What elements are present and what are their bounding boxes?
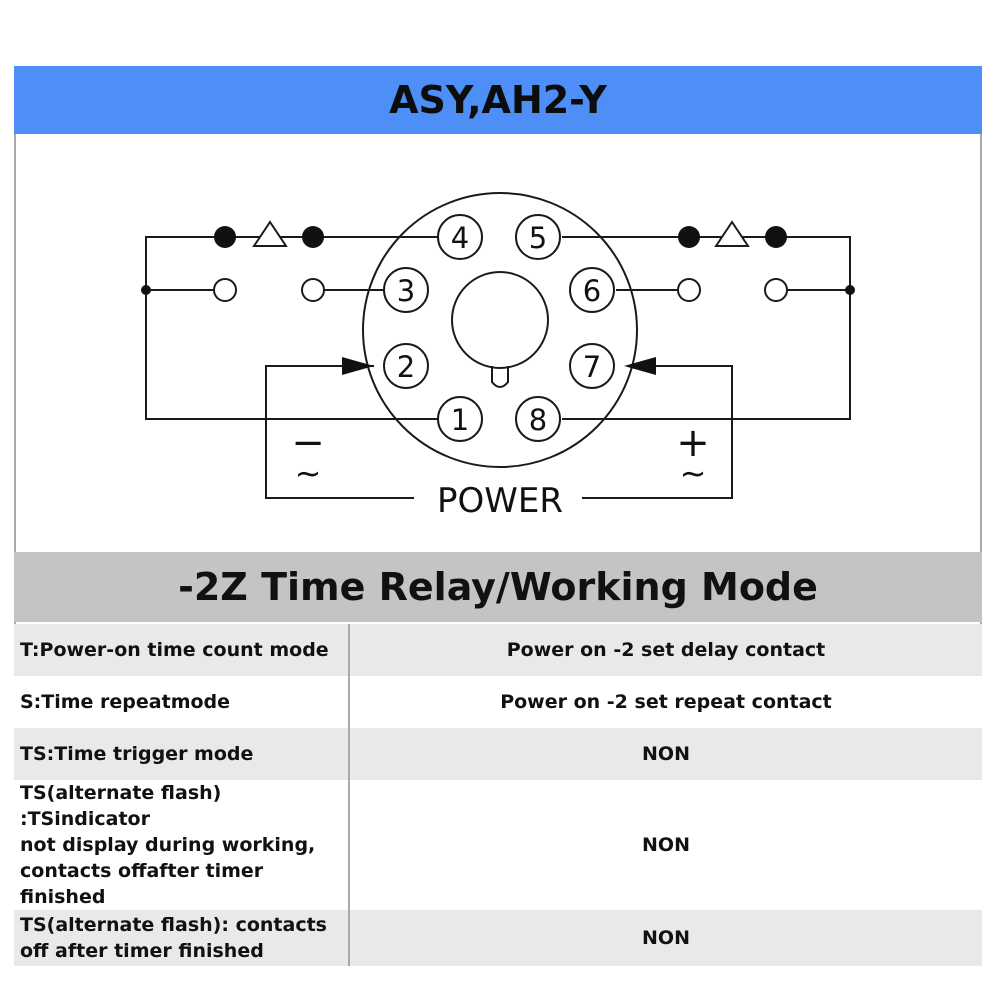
minus-ac-label: ~ — [295, 454, 322, 492]
mode-table-header: -2Z Time Relay/Working Mode — [14, 552, 982, 622]
page-title: ASY,AH2-Y — [389, 78, 607, 122]
contact-left-no-2 — [302, 226, 324, 248]
pin-3 — [383, 267, 429, 313]
wiring-diagram-svg: 4 5 3 6 2 7 1 8 POWER − ~ + ~ — [141, 192, 855, 521]
arrow-pin2 — [342, 357, 374, 375]
minus-label: − — [291, 420, 325, 466]
mode-name-line: TS(alternate flash): contacts — [20, 914, 327, 936]
pin-4-label: 4 — [451, 221, 469, 255]
wiring-diagram: 4 5 3 6 2 7 1 8 POWER − ~ + ~ — [16, 134, 980, 550]
socket-key — [491, 366, 509, 388]
pin-2-label: 2 — [397, 350, 415, 384]
pin-6 — [569, 267, 615, 313]
mode-name-line: off after timer finished — [20, 940, 264, 962]
contact-right-1 — [677, 278, 701, 302]
contact-left-2 — [301, 278, 325, 302]
pin-4 — [437, 214, 483, 260]
pin-8-label: 8 — [529, 403, 547, 437]
pin-2 — [383, 343, 429, 389]
pin-5 — [515, 214, 561, 260]
table-row: T:Power-on time count mode Power on -2 s… — [14, 624, 982, 676]
pin-5-label: 5 — [529, 221, 547, 255]
table-row: TS(alternate flash) :TSindicator not dis… — [14, 780, 982, 910]
contact-left-no-1 — [214, 226, 236, 248]
pin-8 — [515, 396, 561, 442]
mode-name-cell: TS(alternate flash) :TSindicator not dis… — [14, 780, 350, 910]
mode-name-cell: S:Time repeatmode — [14, 676, 350, 728]
delay-triangle-left — [252, 220, 288, 247]
mode-name-cell: TS(alternate flash): contacts off after … — [14, 910, 350, 966]
mode-table-title: -2Z Time Relay/Working Mode — [178, 565, 818, 609]
mode-desc-cell: NON — [349, 780, 982, 910]
power-label-gap — [414, 478, 582, 518]
socket-center-hole — [451, 271, 549, 369]
contact-right-no-2 — [765, 226, 787, 248]
mode-table: T:Power-on time count mode Power on -2 s… — [14, 624, 982, 966]
plus-label: + — [676, 420, 710, 466]
pin-1 — [437, 396, 483, 442]
table-row: TS(alternate flash): contacts off after … — [14, 910, 982, 966]
mode-desc-cell: Power on -2 set repeat contact — [349, 676, 982, 728]
junction-right — [845, 285, 855, 295]
mode-name-cell: TS:Time trigger mode — [14, 728, 350, 780]
mode-desc-cell: Power on -2 set delay contact — [349, 624, 982, 676]
mode-name-cell: T:Power-on time count mode — [14, 624, 350, 676]
delay-triangle-right — [714, 220, 750, 247]
pin-7-label: 7 — [583, 350, 601, 384]
wire-right-outer — [562, 236, 851, 420]
mode-desc-cell: NON — [349, 728, 982, 780]
pin-1-label: 1 — [451, 403, 469, 437]
table-row: S:Time repeatmode Power on -2 set repeat… — [14, 676, 982, 728]
power-label: POWER — [437, 481, 563, 521]
wire-left-outer — [145, 236, 438, 420]
pin-6-label: 6 — [583, 274, 601, 308]
pin-7 — [569, 343, 615, 389]
mode-name-line: contacts offafter timer finished — [20, 860, 264, 908]
wire-power-minus — [265, 365, 414, 499]
mode-name-line: TS(alternate flash) :TSindicator — [20, 782, 222, 830]
junction-left — [141, 285, 151, 295]
wire-power-plus — [582, 365, 733, 499]
table-row: TS:Time trigger mode NON — [14, 728, 982, 780]
arrow-pin7 — [624, 357, 656, 375]
plus-ac-label: ~ — [680, 454, 707, 492]
mode-name-line: not display during working, — [20, 834, 316, 856]
socket-outline — [362, 192, 638, 468]
contact-left-1 — [213, 278, 237, 302]
contact-right-no-1 — [678, 226, 700, 248]
pin-3-label: 3 — [397, 274, 415, 308]
title-bar: ASY,AH2-Y — [14, 66, 982, 134]
contact-right-2 — [764, 278, 788, 302]
mode-desc-cell: NON — [349, 910, 982, 966]
